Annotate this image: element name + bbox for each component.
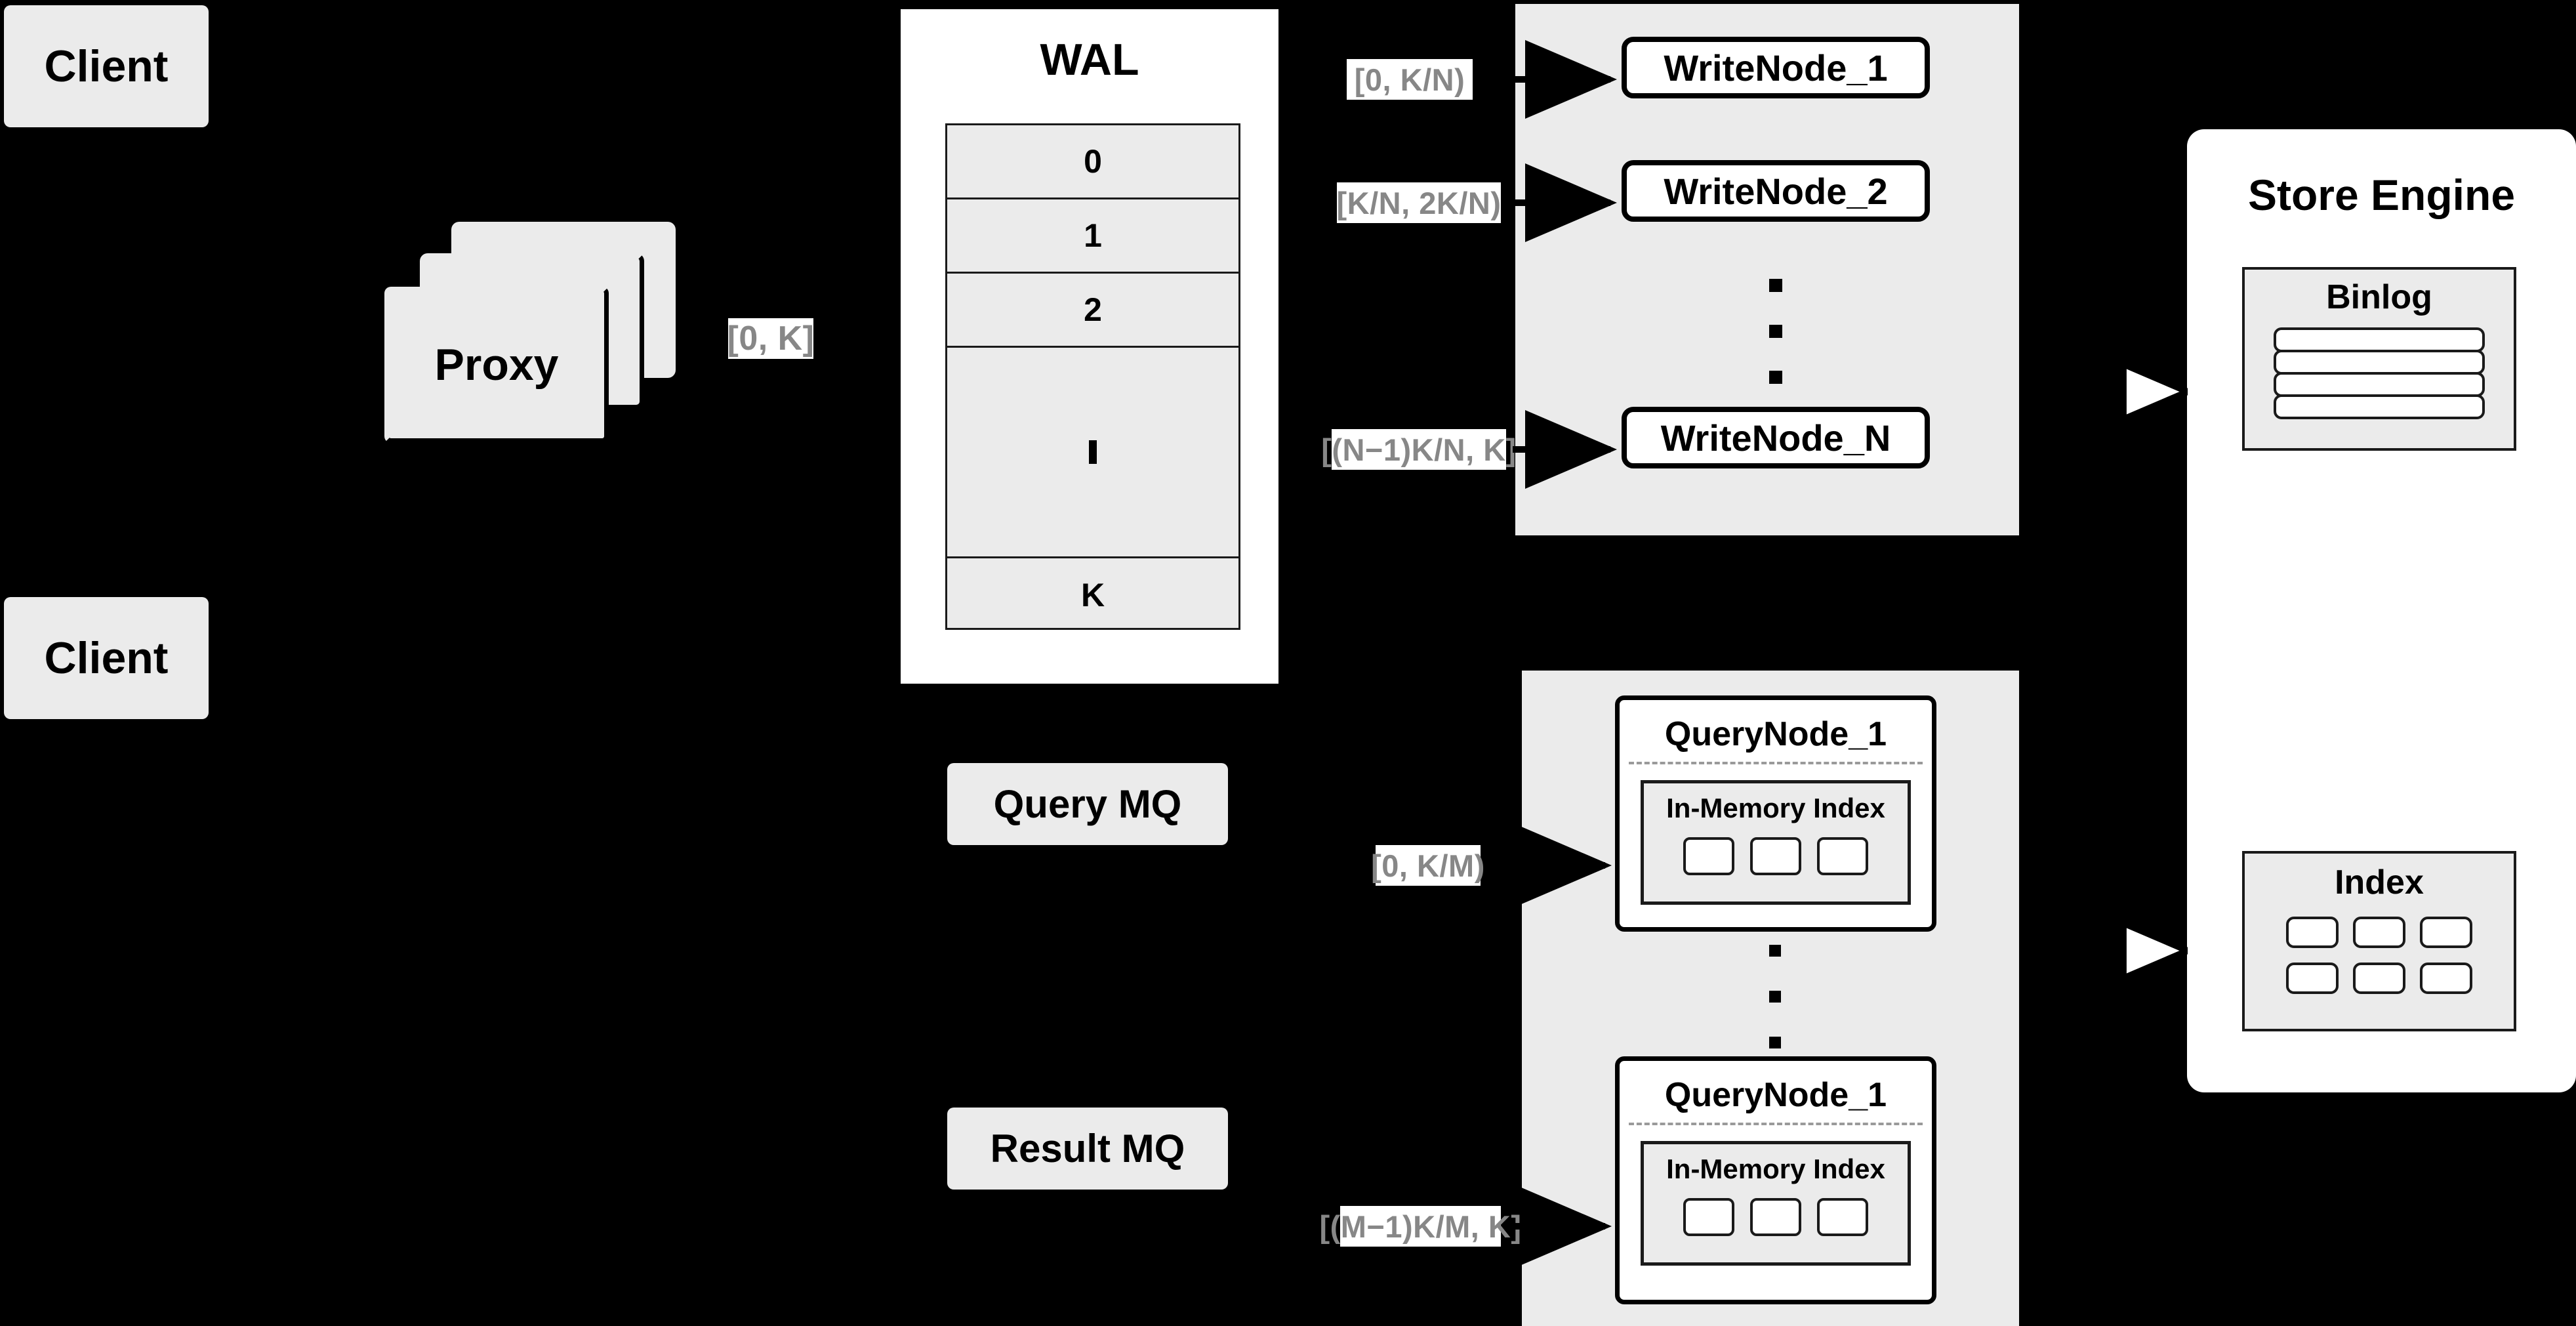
wal-title: WAL bbox=[1040, 35, 1139, 85]
index-cell-5[interactable] bbox=[2353, 963, 2405, 994]
client-label-2: Client bbox=[44, 633, 169, 683]
wal-row-2[interactable]: 2 bbox=[947, 274, 1238, 348]
query-node-m-index-cell-2[interactable] bbox=[1750, 1198, 1801, 1236]
range-label-write-1: [0, K/N) bbox=[1347, 59, 1473, 100]
proxy-label: Proxy bbox=[434, 340, 559, 390]
query-node-1-title: QueryNode_1 bbox=[1664, 715, 1887, 753]
wal-panel: WAL 0 1 2 K bbox=[895, 4, 1284, 689]
query-mq-box[interactable]: Query MQ bbox=[947, 763, 1228, 845]
query-cluster-ellipsis bbox=[1767, 945, 1783, 1048]
query-node-1-index-cell-1[interactable] bbox=[1683, 837, 1734, 875]
range-label-proxy-to-wal: [0, K] bbox=[727, 318, 815, 359]
write-node-n[interactable]: WriteNode_N bbox=[1622, 407, 1930, 468]
binlog-bar-2[interactable] bbox=[2274, 350, 2485, 375]
query-node-1-separator bbox=[1629, 762, 1923, 764]
range-label-write-n: [(N−1)K/N, K] bbox=[1321, 429, 1516, 470]
range-label-query-m: [(M−1)K/M, K] bbox=[1319, 1206, 1521, 1247]
query-node-1[interactable]: QueryNode_1 In-Memory Index bbox=[1615, 695, 1936, 932]
result-mq-box[interactable]: Result MQ bbox=[947, 1108, 1228, 1190]
query-node-m-memory-index-title: In-Memory Index bbox=[1666, 1153, 1885, 1184]
wal-row-k[interactable]: K bbox=[1080, 577, 1105, 613]
write-cluster-ellipsis bbox=[1767, 279, 1784, 384]
wal-row-0[interactable]: 0 bbox=[947, 125, 1238, 199]
wal-row-1[interactable]: 1 bbox=[947, 199, 1238, 274]
client-label-1: Client bbox=[44, 41, 169, 91]
query-mq-label: Query MQ bbox=[993, 782, 1182, 826]
wal-table: 0 1 2 K bbox=[945, 123, 1240, 630]
index-cell-6[interactable] bbox=[2420, 963, 2472, 994]
query-node-1-memory-index-title: In-Memory Index bbox=[1666, 793, 1885, 823]
client-box-1[interactable]: Client bbox=[4, 5, 209, 127]
binlog-panel: Binlog bbox=[2242, 267, 2516, 451]
store-engine-title: Store Engine bbox=[2247, 171, 2516, 219]
query-node-m-index-cell-1[interactable] bbox=[1683, 1198, 1734, 1236]
range-label-write-2: [K/N, 2K/N) bbox=[1337, 182, 1501, 223]
query-node-m-memory-index: In-Memory Index bbox=[1641, 1141, 1911, 1266]
index-cell-4[interactable] bbox=[2286, 963, 2339, 994]
binlog-bar-3[interactable] bbox=[2274, 372, 2485, 397]
write-node-1-label: WriteNode_1 bbox=[1664, 47, 1888, 89]
query-node-m-separator bbox=[1629, 1123, 1923, 1125]
proxy-box[interactable]: Proxy bbox=[384, 287, 609, 443]
query-node-m-title: QueryNode_1 bbox=[1664, 1076, 1887, 1114]
query-node-1-index-cell-3[interactable] bbox=[1817, 837, 1868, 875]
query-node-1-index-cell-2[interactable] bbox=[1750, 837, 1801, 875]
binlog-bar-4[interactable] bbox=[2274, 394, 2485, 419]
write-node-1[interactable]: WriteNode_1 bbox=[1622, 37, 1930, 98]
index-title: Index bbox=[2335, 863, 2424, 901]
binlog-title: Binlog bbox=[2326, 278, 2432, 316]
client-box-2[interactable]: Client bbox=[4, 597, 209, 719]
query-node-m[interactable]: QueryNode_1 In-Memory Index bbox=[1615, 1056, 1936, 1304]
index-cell-2[interactable] bbox=[2353, 917, 2405, 948]
write-node-2-label: WriteNode_2 bbox=[1664, 170, 1888, 212]
query-node-m-index-cell-3[interactable] bbox=[1817, 1198, 1868, 1236]
index-cell-1[interactable] bbox=[2286, 917, 2339, 948]
write-node-n-label: WriteNode_N bbox=[1660, 417, 1891, 459]
index-panel: Index bbox=[2242, 851, 2516, 1031]
binlog-bar-1[interactable] bbox=[2274, 327, 2485, 352]
result-mq-label: Result MQ bbox=[990, 1127, 1185, 1171]
range-label-query-1: [0, K/M) bbox=[1371, 845, 1484, 886]
query-node-1-memory-index: In-Memory Index bbox=[1641, 780, 1911, 905]
write-node-2[interactable]: WriteNode_2 bbox=[1622, 160, 1930, 222]
index-cell-3[interactable] bbox=[2420, 917, 2472, 948]
store-engine-panel: Store Engine Binlog Index bbox=[2187, 129, 2576, 1092]
wal-row-ellipsis bbox=[947, 348, 1238, 558]
